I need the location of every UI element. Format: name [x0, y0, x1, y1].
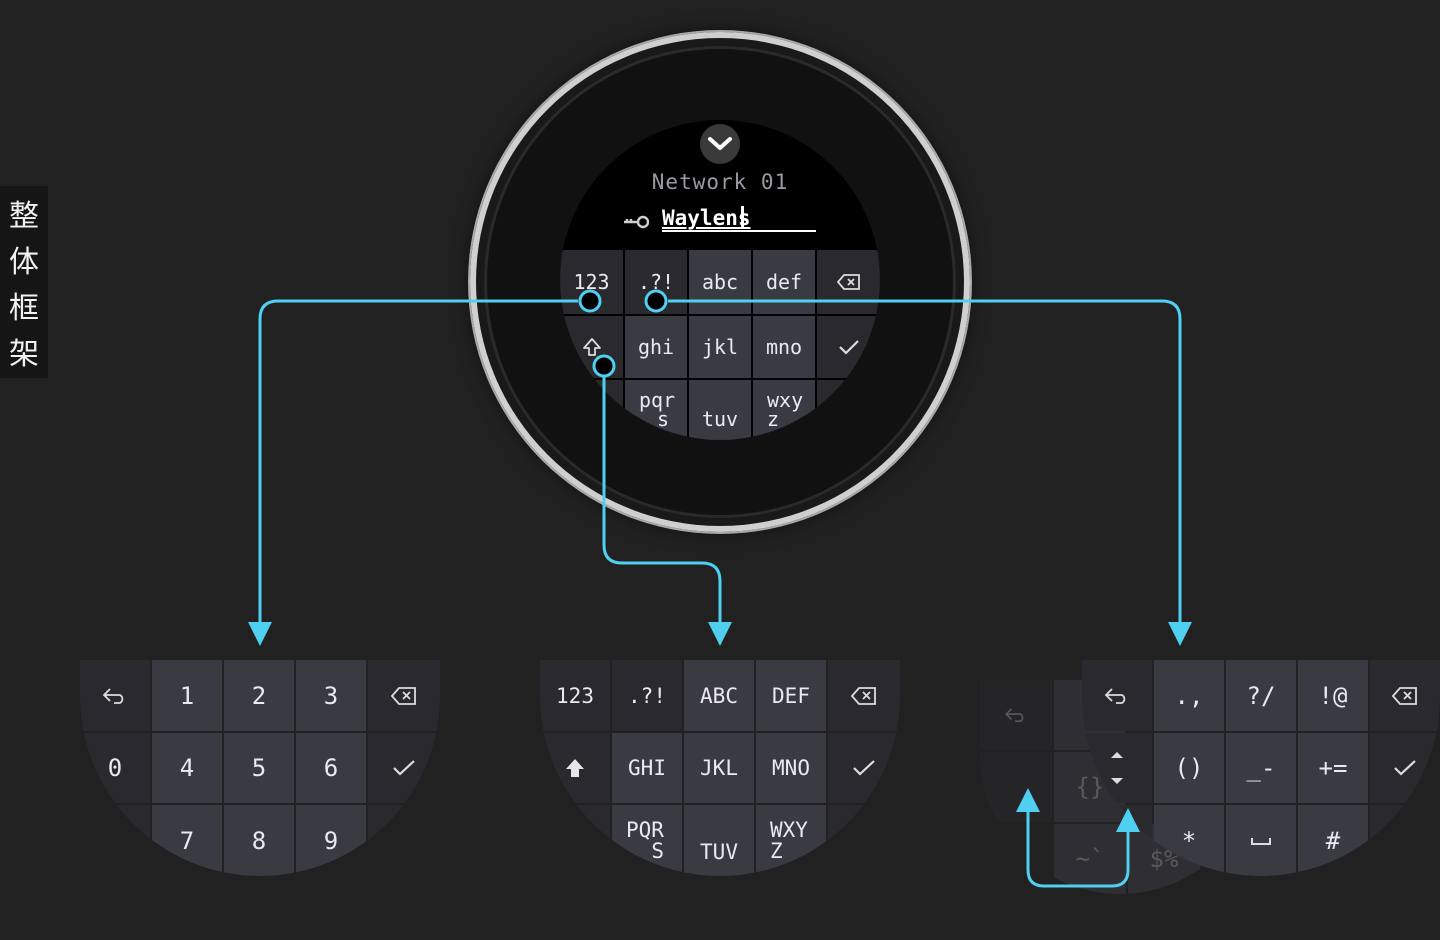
shift-outline-icon: [582, 338, 601, 356]
key-plus-equals[interactable]: +=: [1298, 733, 1368, 803]
undo-arrow-icon: [102, 687, 124, 704]
backspace-key[interactable]: [1370, 660, 1440, 731]
empty-key: [540, 805, 610, 876]
password-input[interactable]: Waylens: [662, 206, 816, 232]
empty-key: [560, 380, 623, 440]
key-question-slash[interactable]: ?/: [1226, 660, 1296, 731]
back-key-ghost: [980, 680, 1052, 750]
key-abc-upper[interactable]: ABC: [684, 660, 754, 731]
triangle-up-icon: [1111, 752, 1123, 758]
key-def-upper[interactable]: DEF: [756, 660, 826, 731]
empty-key: [80, 805, 150, 876]
back-key[interactable]: [80, 660, 150, 731]
key-tuv[interactable]: tuv: [689, 380, 751, 440]
backspace-key[interactable]: [368, 660, 440, 731]
key-mno[interactable]: mno: [753, 316, 815, 378]
empty-key: [817, 380, 880, 440]
backspace-key[interactable]: [828, 660, 900, 731]
arrow-down-uppercase: [708, 622, 732, 646]
empty-key: [1082, 805, 1152, 876]
key-ghi-upper[interactable]: GHI: [612, 733, 682, 803]
key-7[interactable]: 7: [152, 805, 222, 876]
collapse-button[interactable]: [700, 124, 740, 164]
undo-arrow-icon: [1005, 708, 1024, 723]
side-title-char: 架: [9, 337, 39, 372]
key-underscore-dash[interactable]: _-: [1226, 733, 1296, 803]
key-def[interactable]: def: [753, 250, 815, 314]
chevron-down-icon: [708, 137, 732, 150]
confirm-key[interactable]: [828, 733, 900, 803]
key-0[interactable]: 0: [80, 733, 150, 803]
check-icon: [393, 760, 415, 776]
ghost-key: [980, 752, 1052, 822]
key-jkl-upper[interactable]: JKL: [684, 733, 754, 803]
check-icon: [1394, 760, 1416, 776]
empty-key: [828, 805, 900, 876]
backspace-icon: [1392, 686, 1417, 705]
shift-key-active[interactable]: [540, 733, 610, 803]
key-tuv-upper[interactable]: TUV: [684, 805, 754, 876]
key-123[interactable]: 123: [540, 660, 610, 731]
key-3[interactable]: 3: [296, 660, 366, 731]
shift-key[interactable]: [560, 316, 623, 378]
text-cursor: [740, 206, 744, 228]
space-bar-icon: [1251, 837, 1271, 845]
key-jkl[interactable]: jkl: [689, 316, 751, 378]
key-5[interactable]: 5: [224, 733, 294, 803]
check-icon: [853, 760, 875, 776]
numeric-keyboard-panel: 1 2 3 0 4 5 6 7 8 9: [80, 660, 440, 876]
arrow-down-numeric: [248, 622, 272, 646]
confirm-key[interactable]: [817, 316, 880, 378]
key-6[interactable]: 6: [296, 733, 366, 803]
space-key[interactable]: [1226, 805, 1296, 876]
password-input-value: Waylens: [662, 206, 751, 230]
key-period-comma[interactable]: .,: [1154, 660, 1224, 731]
back-key[interactable]: [1082, 660, 1152, 731]
backspace-icon: [391, 686, 416, 705]
key-punct[interactable]: .?!: [625, 250, 687, 314]
backspace-icon: [851, 686, 876, 705]
key-123[interactable]: 123: [560, 250, 623, 314]
key-asterisk[interactable]: *: [1154, 805, 1224, 876]
key-hash[interactable]: #: [1298, 805, 1368, 876]
empty-key: [1370, 805, 1440, 876]
backspace-icon: [836, 274, 860, 290]
side-title-char: 框: [9, 291, 39, 326]
page-switch-key[interactable]: [1082, 733, 1152, 803]
confirm-key[interactable]: [368, 733, 440, 803]
side-title-tab: 整 体 框 架: [0, 186, 48, 378]
side-title-char: 整: [9, 199, 39, 234]
symbol-keyboard-panel: ., ?/ !@ () _- += * #: [1082, 660, 1440, 876]
key-punct[interactable]: .?!: [612, 660, 682, 731]
watch-screen: Network 01 Waylens 123 .?! abc def ghi j…: [560, 120, 880, 440]
triangle-down-icon: [1111, 778, 1123, 784]
backspace-key[interactable]: [817, 250, 880, 314]
key-1[interactable]: 1: [152, 660, 222, 731]
arrow-down-symbols: [1168, 622, 1192, 646]
key-exclaim-at[interactable]: !@: [1298, 660, 1368, 731]
shift-filled-icon: [566, 759, 584, 777]
network-title: Network 01: [651, 170, 789, 194]
key-icon: [624, 215, 650, 229]
side-title-char: 体: [9, 245, 39, 280]
key-ghi[interactable]: ghi: [625, 316, 687, 378]
key-parens[interactable]: (): [1154, 733, 1224, 803]
check-icon: [838, 340, 859, 355]
key-4[interactable]: 4: [152, 733, 222, 803]
key-8[interactable]: 8: [224, 805, 294, 876]
key-mno-upper[interactable]: MNO: [756, 733, 826, 803]
undo-arrow-icon: [1104, 687, 1126, 704]
key-2[interactable]: 2: [224, 660, 294, 731]
key-abc[interactable]: abc: [689, 250, 751, 314]
empty-key: [368, 805, 440, 876]
confirm-key[interactable]: [1370, 733, 1440, 803]
key-9[interactable]: 9: [296, 805, 366, 876]
